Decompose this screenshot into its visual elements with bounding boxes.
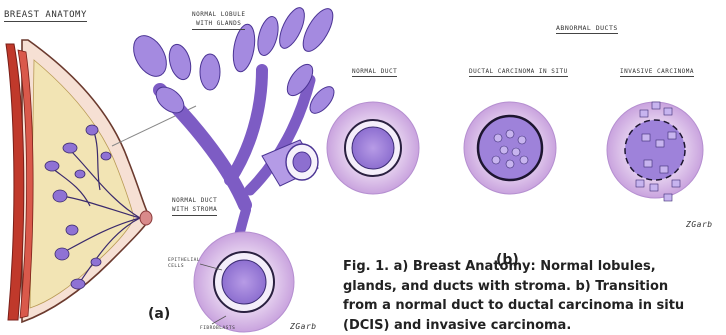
lobule-label-line-1: NORMAL LOBULE [192, 10, 245, 19]
epithelial-label: EPITHELIAL CELLS [168, 258, 200, 270]
signature-b: ZGarb [686, 220, 713, 229]
panel-a-tag: (a) [148, 306, 170, 322]
fibroblasts-label: FIBROBLASTS [200, 326, 235, 331]
lobule-label-line-2: WITH GLANDS [192, 19, 245, 30]
invasive-carcinoma-drawing [607, 102, 703, 201]
epithelial-label-line-2: CELLS [168, 264, 200, 270]
duct-stroma-label-line-2: WITH STROMA [172, 205, 217, 216]
breast-anatomy-drawing [6, 40, 196, 322]
caption-line-3: from a normal duct to ductal carcinoma i… [343, 296, 723, 316]
panel-a-title: BREAST ANATOMY [4, 10, 87, 22]
lobule-label: NORMAL LOBULE WITH GLANDS [192, 10, 245, 30]
duct-with-stroma-drawing [194, 232, 294, 332]
normal-duct-b-drawing [327, 102, 419, 194]
panel-b-header: ABNORMAL DUCTS [556, 24, 618, 34]
normal-lobule-drawing [127, 4, 339, 260]
caption-line-2: glands, and ducts with stroma. b) Transi… [343, 277, 723, 297]
normal-duct-label: NORMAL DUCT [352, 68, 397, 77]
caption-line-4: (DCIS) and invasive carcinoma. [343, 316, 723, 335]
invasive-label: INVASIVE CARCINOMA [620, 68, 694, 77]
caption-line-1: Fig. 1. a) Breast Anatomy: Normal lobule… [343, 257, 723, 277]
signature-a: ZGarb [290, 322, 317, 331]
duct-stroma-label-line-1: NORMAL DUCT [172, 196, 217, 205]
duct-stroma-label: NORMAL DUCT WITH STROMA [172, 196, 217, 216]
dcis-label: DUCTAL CARCINOMA IN SITU [469, 68, 568, 77]
figure-caption: Fig. 1. a) Breast Anatomy: Normal lobule… [343, 257, 723, 335]
dcis-drawing [464, 102, 556, 194]
